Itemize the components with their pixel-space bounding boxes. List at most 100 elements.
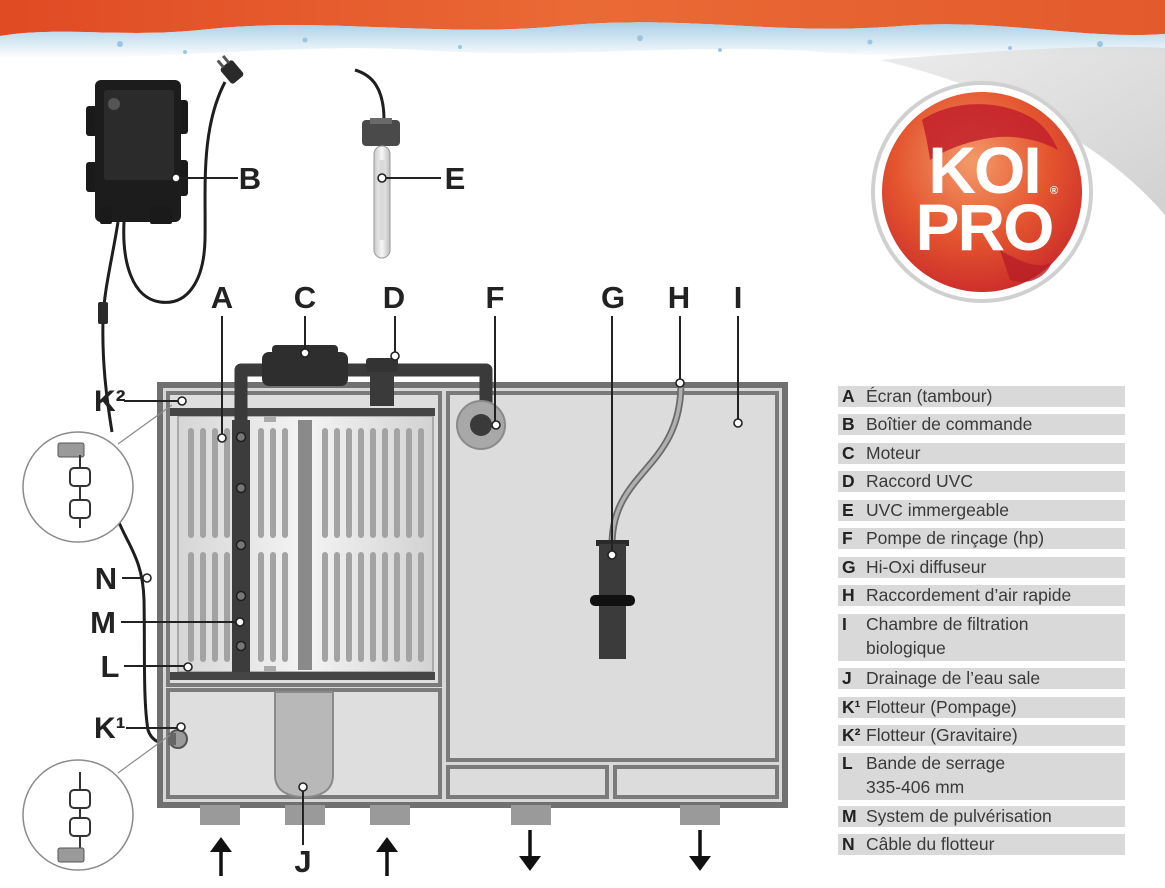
- outlet-port: [511, 805, 551, 825]
- legend-description: Câble du flotteur: [866, 834, 995, 854]
- drum-slot: [406, 428, 412, 538]
- power-cable: [122, 54, 244, 304]
- legend-letter: A: [842, 386, 855, 406]
- legend-description: Flotteur (Gravitaire): [866, 725, 1018, 745]
- arrow-up-icon: [210, 837, 232, 876]
- drum-slot: [382, 428, 388, 538]
- legend-item: N Câble du flotteur: [838, 834, 1125, 855]
- outlet-port: [680, 805, 720, 825]
- legend-bar: [838, 471, 1125, 492]
- drum-slot: [270, 428, 276, 538]
- drum-slot: [322, 428, 328, 538]
- drum-slot: [382, 552, 388, 662]
- logo-line2: PRO: [915, 190, 1052, 264]
- outlet-port: [370, 805, 410, 825]
- legend-bar: [838, 668, 1125, 689]
- float-k1-detail: [22, 734, 171, 871]
- spray-nozzle: [235, 482, 247, 494]
- legend-item: E UVC immergeable: [838, 500, 1125, 521]
- drain-channel: [274, 691, 334, 799]
- legend-description: Raccord UVC: [866, 471, 973, 491]
- bio-base-right: [613, 765, 779, 799]
- label-j: J: [294, 844, 311, 879]
- bio-base-left: [446, 765, 609, 799]
- drum-slot: [370, 552, 376, 662]
- label-h: H: [668, 280, 690, 315]
- drum-slot: [224, 428, 230, 538]
- logo-registered-mark: ®: [1050, 185, 1058, 197]
- legend-bar: [838, 528, 1125, 549]
- label-m: M: [90, 605, 116, 640]
- leader-lines: [121, 173, 743, 845]
- drum-slot: [358, 428, 364, 538]
- arrow-up-icon: [376, 837, 398, 876]
- legend-bar: [838, 725, 1125, 746]
- legend-description: Raccordement d’air rapide: [866, 585, 1071, 605]
- legend-letter: M: [842, 806, 857, 826]
- legend-letter: N: [842, 834, 855, 854]
- legend-description: Boîtier de commande: [866, 414, 1032, 434]
- legend-bar: [838, 443, 1125, 464]
- legend-letter: J: [842, 668, 852, 688]
- legend-item: G Hi-Oxi diffuseur: [838, 557, 1125, 578]
- legend-bar: [838, 697, 1125, 718]
- drum-slot: [334, 552, 340, 662]
- outlet-port: [200, 805, 240, 825]
- legend-description: System de pulvérisation: [866, 806, 1052, 826]
- legend-description: Chambre de filtration: [866, 614, 1028, 634]
- legend-letter: G: [842, 557, 856, 577]
- float-k2-detail: [22, 404, 173, 543]
- drum-slot: [406, 552, 412, 662]
- drum-slot: [200, 552, 206, 662]
- koi-pro-logo: KOI PRO ®: [871, 81, 1093, 303]
- rinse-pump: [456, 400, 506, 450]
- label-f: F: [486, 280, 505, 315]
- tank-outlets: [200, 805, 720, 825]
- koi-fish-icon: [922, 104, 1058, 160]
- legend-bar: [838, 834, 1125, 855]
- label-g: G: [601, 280, 625, 315]
- label-n: N: [95, 561, 117, 596]
- label-k1: K¹: [94, 712, 126, 745]
- drum-slot: [188, 552, 194, 662]
- legend-bar: [838, 500, 1125, 521]
- legend-description: Hi-Oxi diffuseur: [866, 557, 986, 577]
- arrow-down-icon: [519, 830, 541, 871]
- drum-slot: [270, 552, 276, 662]
- spray-nozzle: [235, 539, 247, 551]
- label-i: I: [734, 280, 743, 315]
- logo-line1: KOI: [928, 133, 1039, 207]
- legend-description: UVC immergeable: [866, 500, 1009, 520]
- power-plug-icon: [216, 54, 244, 84]
- legend-letter: H: [842, 585, 855, 605]
- arrow-down-icon: [689, 830, 711, 871]
- header-wave: [0, 0, 1165, 59]
- legend-item: H Raccordement d’air rapide: [838, 585, 1125, 606]
- legend-letter: L: [842, 753, 853, 773]
- legend-letter: E: [842, 500, 854, 520]
- outlet-port: [285, 805, 325, 825]
- spray-nozzle: [235, 590, 247, 602]
- power-button-icon: [108, 98, 120, 110]
- legend-bar: [838, 585, 1125, 606]
- drum-slot: [258, 552, 264, 662]
- drum-slot: [370, 428, 376, 538]
- koi-tail-icon: [1000, 250, 1052, 282]
- legend-letter: F: [842, 528, 853, 548]
- drum-slot: [346, 552, 352, 662]
- flow-arrows: [210, 830, 711, 876]
- legend-letter: I: [842, 614, 847, 634]
- air-hose: [608, 382, 685, 546]
- legend-bar: [838, 414, 1125, 435]
- drum-center-strip: [298, 420, 312, 670]
- legend-bar: [838, 386, 1125, 407]
